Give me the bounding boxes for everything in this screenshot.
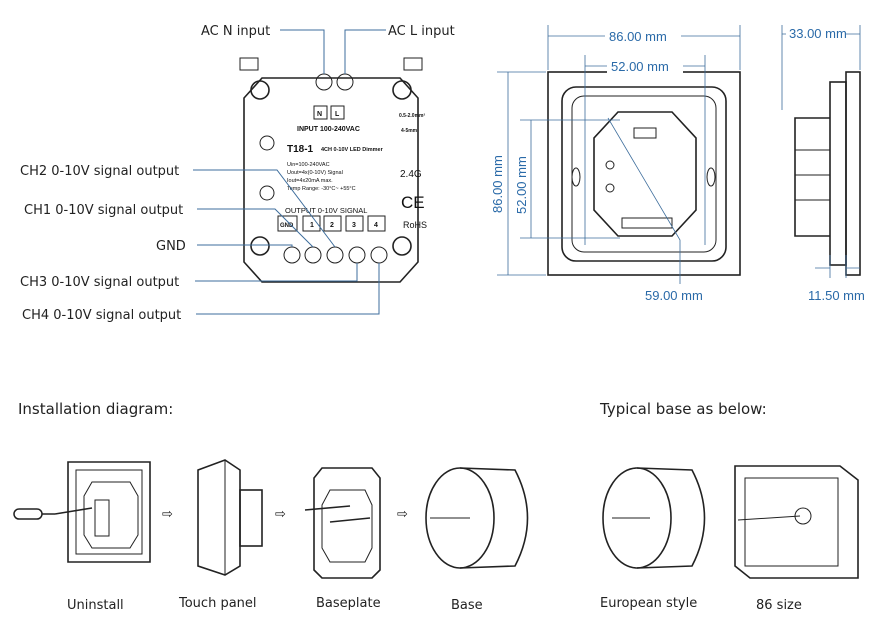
ch4-label: CH4 0-10V signal output — [22, 308, 181, 323]
step-base: Base — [425, 467, 529, 613]
screw-icon — [250, 80, 270, 100]
terminal-n — [315, 73, 333, 91]
ch3-label: CH3 0-10V signal output — [20, 275, 179, 290]
model: T18-1 — [287, 144, 314, 155]
button-icon — [259, 185, 275, 201]
ch2-label: CH2 0-10V signal output — [20, 164, 179, 179]
step-label: Touch panel — [178, 596, 257, 611]
ac-n-label: AC N input — [201, 24, 270, 39]
dim-depth-panel: 11.50 mm — [808, 288, 865, 303]
dim-width-outer: 86.00 mm — [609, 29, 667, 44]
wire-size: 0.5-2.0mm² — [399, 113, 425, 119]
spec: Temp Range: -30°C~ +55°C — [287, 186, 356, 192]
term-l-label: L — [335, 111, 340, 118]
arrow-icon: ⇨ — [275, 507, 286, 522]
strip-length: 4-5mm — [401, 128, 418, 134]
gnd-label: GND — [156, 239, 186, 254]
wiring-diagram: N L INPUT 100-240VAC 0.5-2.0mm² 4-5mm T1… — [20, 24, 455, 323]
rohs-mark: RoHS — [403, 220, 427, 230]
arrow-icon: ⇨ — [162, 507, 173, 522]
dim-height-inner: 52.00 mm — [514, 156, 529, 214]
dim-diagonal: 59.00 mm — [645, 288, 703, 303]
svg-text:GND: GND — [280, 223, 294, 229]
spec: Iout=4x20mA max. — [287, 178, 333, 184]
side-view: 33.00 mm 11.50 mm — [781, 25, 865, 303]
output-label: OUTPUT 0-10V SIGNAL — [285, 206, 367, 215]
screw-icon — [392, 236, 412, 256]
term-n-label: N — [317, 111, 322, 118]
ce-mark: CE — [401, 193, 425, 212]
spec: Uout=4x(0-10V) Signal — [287, 170, 343, 176]
step-touch-panel: Touch panel — [178, 459, 263, 611]
device-outline — [243, 77, 419, 283]
typical-title: Typical base as below: — [599, 400, 767, 418]
dim-width-inner: 52.00 mm — [611, 59, 669, 74]
step-uninstall: Uninstall — [13, 461, 151, 613]
svg-text:2: 2 — [330, 222, 334, 229]
svg-text:3: 3 — [352, 222, 356, 229]
base-86: 86 size — [734, 465, 859, 613]
input-label: INPUT 100-240VAC — [297, 126, 360, 133]
dim-height-outer: 86.00 mm — [490, 155, 505, 213]
terminal-l — [336, 73, 354, 91]
step-label: Uninstall — [67, 598, 124, 613]
svg-text:4: 4 — [374, 222, 378, 229]
dim-depth-total: 33.00 mm — [789, 26, 847, 41]
installation-title: Installation diagram: — [18, 400, 173, 418]
wireless-badge: 2.4G — [400, 169, 422, 180]
button-icon — [259, 135, 275, 151]
ac-l-label: AC L input — [388, 24, 455, 39]
base-label: European style — [600, 596, 697, 611]
base-label: 86 size — [756, 598, 802, 613]
base-european: European style — [600, 467, 706, 611]
front-view: 86.00 mm 52.00 mm 86.00 mm 52.00 mm 59.0… — [490, 25, 741, 303]
step-baseplate: Baseplate — [304, 467, 381, 611]
svg-text:1: 1 — [310, 222, 314, 229]
spec: Uin=100-240VAC — [287, 162, 330, 168]
screw-icon — [392, 80, 412, 100]
ch1-label: CH1 0-10V signal output — [24, 203, 183, 218]
model-desc: 4CH 0-10V LED Dimmer — [321, 147, 384, 153]
screw-icon — [250, 236, 270, 256]
step-label: Base — [451, 598, 483, 613]
arrow-icon: ⇨ — [397, 507, 408, 522]
step-label: Baseplate — [316, 596, 381, 611]
